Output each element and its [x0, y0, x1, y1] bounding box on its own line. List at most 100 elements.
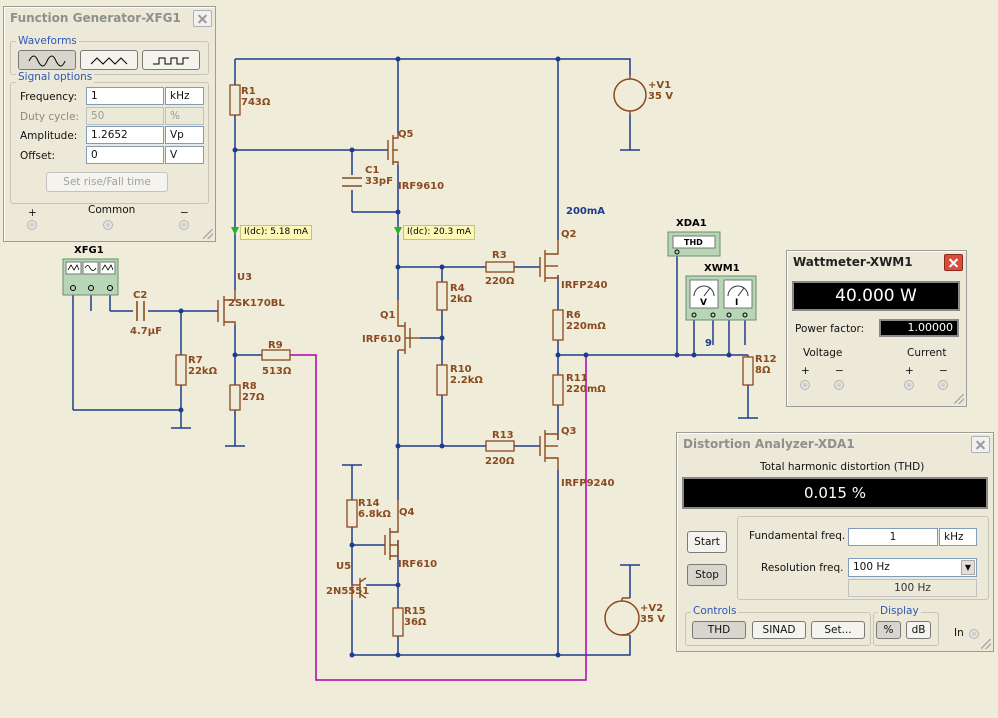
- sine-wave-icon: [28, 55, 66, 67]
- terminal-minus-label: −: [180, 207, 189, 219]
- label-q1-value: IRF610: [362, 334, 402, 345]
- start-button[interactable]: Start: [687, 531, 727, 553]
- resistor-r9: [261, 349, 291, 361]
- transistor-q1-icon: [397, 300, 420, 354]
- amplitude-input[interactable]: 1.2652: [86, 126, 164, 144]
- sine-wave-button[interactable]: [18, 50, 76, 70]
- display-label: Display: [878, 605, 921, 617]
- percent-button[interactable]: %: [876, 621, 901, 639]
- set-rise-fall-button[interactable]: Set rise/Fall time: [46, 172, 168, 192]
- square-wave-button[interactable]: [142, 50, 200, 70]
- terminal-common[interactable]: [103, 220, 113, 230]
- distortion-analyzer-titlebar[interactable]: Distortion Analyzer-XDA1: [677, 433, 993, 455]
- offset-unit[interactable]: V: [165, 146, 204, 164]
- offset-input[interactable]: 0: [86, 146, 164, 164]
- resolution-freq-readout: 100 Hz: [848, 579, 977, 597]
- duty-cycle-label: Duty cycle:: [20, 111, 80, 123]
- wattmeter-window[interactable]: Wattmeter-XWM1 40.000 W Power factor: 1.…: [786, 250, 967, 407]
- close-icon[interactable]: [971, 435, 990, 453]
- db-button[interactable]: dB: [906, 621, 931, 639]
- function-generator-title: Function Generator-XFG1: [10, 11, 181, 25]
- probe-q1-arrow-icon: [394, 227, 402, 235]
- label-c2-value: 4.7µF: [130, 326, 162, 337]
- label-u3-value: 2SK170BL: [228, 298, 285, 309]
- function-generator-titlebar[interactable]: Function Generator-XFG1: [4, 7, 215, 29]
- label-q2-value: IRFP240: [561, 280, 608, 291]
- frequency-unit[interactable]: kHz: [165, 87, 204, 105]
- resize-grip-icon[interactable]: [954, 394, 964, 404]
- stop-button[interactable]: Stop: [687, 564, 727, 586]
- current-minus-terminal[interactable]: [938, 380, 948, 390]
- frequency-input[interactable]: 1: [86, 87, 164, 105]
- controls-label: Controls: [691, 605, 739, 617]
- label-q3: Q3: [561, 426, 577, 437]
- terminal-common-label: Common: [88, 204, 136, 216]
- probe-u3[interactable]: I(dc): 5.18 mA: [240, 225, 313, 240]
- resize-grip-icon[interactable]: [203, 229, 213, 239]
- resistor-r1: [229, 84, 241, 116]
- label-r3: R3: [492, 250, 507, 261]
- resolution-freq-select[interactable]: 100 Hz ▼: [848, 558, 977, 577]
- voltage-label: Voltage: [803, 347, 843, 359]
- input-terminal[interactable]: [969, 629, 979, 639]
- resistor-r10: [436, 364, 448, 396]
- transistor-q3-icon: [539, 430, 559, 470]
- xwm1-node-label: 9: [705, 338, 712, 349]
- fundamental-freq-input[interactable]: 1: [848, 528, 938, 546]
- current-minus-label: −: [939, 365, 948, 377]
- label-r13-value: 220Ω: [485, 456, 515, 467]
- terminal-minus[interactable]: [179, 220, 189, 230]
- voltage-plus-label: +: [801, 365, 810, 377]
- resize-grip-icon[interactable]: [981, 639, 991, 649]
- label-q4: Q4: [399, 507, 415, 518]
- resistor-r3: [485, 261, 515, 273]
- square-wave-icon: [153, 57, 189, 65]
- resistor-r14: [346, 499, 358, 528]
- set-button[interactable]: Set...: [811, 621, 865, 639]
- duty-cycle-unit[interactable]: %: [165, 107, 204, 125]
- voltage-plus-terminal[interactable]: [800, 380, 810, 390]
- source-v1-icon: [613, 78, 647, 112]
- wattmeter-title: Wattmeter-XWM1: [793, 255, 913, 269]
- triangle-wave-button[interactable]: [80, 50, 138, 70]
- signal-options-group: [10, 82, 209, 204]
- resistor-r11: [552, 374, 564, 406]
- terminal-plus[interactable]: [27, 220, 37, 230]
- transistor-q2-icon: [539, 240, 559, 282]
- thd-button[interactable]: THD: [692, 621, 746, 639]
- sinad-button[interactable]: SINAD: [752, 621, 806, 639]
- label-q2: Q2: [561, 229, 577, 240]
- wattmeter-titlebar[interactable]: Wattmeter-XWM1: [787, 251, 966, 273]
- terminal-plus-label: +: [28, 207, 37, 219]
- amplitude-unit[interactable]: Vp: [165, 126, 204, 144]
- function-generator-window[interactable]: Function Generator-XFG1 Waveforms Signal…: [3, 6, 216, 242]
- transistors: [217, 133, 559, 600]
- xwm1-v-chip-label: V: [700, 298, 707, 308]
- distortion-analyzer-window[interactable]: Distortion Analyzer-XDA1 Total harmonic …: [676, 432, 994, 652]
- fundamental-freq-unit[interactable]: kHz: [939, 528, 977, 546]
- label-q5-value: IRF9610: [398, 181, 445, 192]
- probe-q1[interactable]: I(dc): 20.3 mA: [403, 225, 476, 240]
- transistor-q4-icon: [384, 500, 399, 560]
- close-icon[interactable]: [944, 253, 963, 271]
- voltage-minus-terminal[interactable]: [834, 380, 844, 390]
- controls-group: [685, 612, 871, 646]
- label-r9: R9: [268, 340, 283, 351]
- current-label: 200mA: [566, 206, 606, 217]
- label-r3-value: 220Ω: [485, 276, 515, 287]
- current-plus-terminal[interactable]: [904, 380, 914, 390]
- label-xwm1: XWM1: [704, 263, 740, 274]
- chevron-down-icon[interactable]: ▼: [961, 560, 975, 575]
- close-icon[interactable]: [193, 9, 212, 27]
- duty-cycle-input[interactable]: 50: [86, 107, 164, 125]
